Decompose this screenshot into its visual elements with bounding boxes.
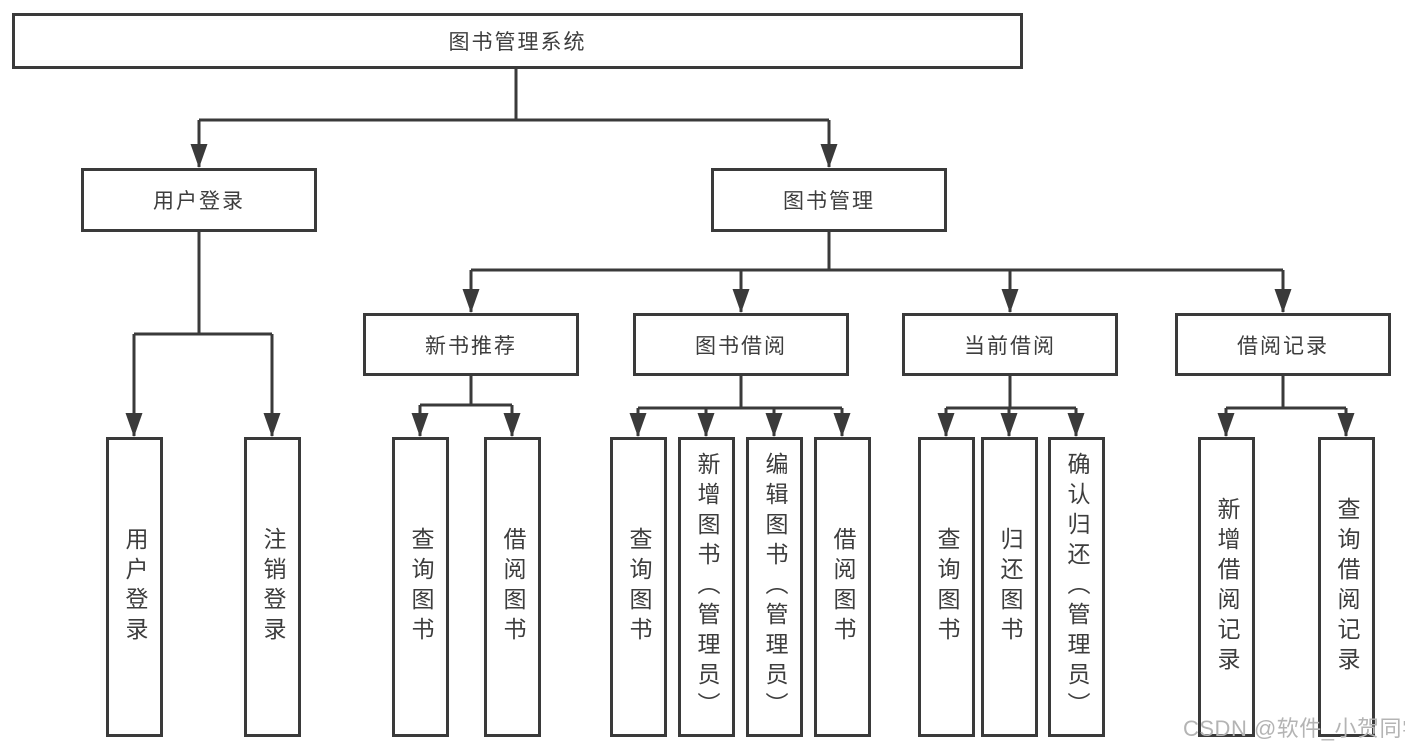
- node-user-login: 用户登录: [81, 168, 317, 232]
- leaf-return-book: 归还图书: [981, 437, 1038, 737]
- node-borrowing-records: 借阅记录: [1175, 313, 1391, 376]
- leaf-logout: 注销登录: [244, 437, 301, 737]
- leaf-query-books-current: 查询图书: [918, 437, 975, 737]
- node-book-management: 图书管理: [711, 168, 947, 232]
- leaf-borrow-books-recommend: 借阅图书: [484, 437, 541, 737]
- node-book-borrowing: 图书借阅: [633, 313, 849, 376]
- leaf-query-borrow-record: 查询借阅记录: [1318, 437, 1375, 737]
- leaf-query-books-borrow: 查询图书: [610, 437, 667, 737]
- leaf-user-login: 用户登录: [106, 437, 163, 737]
- leaf-query-books-recommend: 查询图书: [392, 437, 449, 737]
- leaf-add-borrow-record: 新增借阅记录: [1198, 437, 1255, 737]
- node-library-management-system: 图书管理系统: [12, 13, 1023, 69]
- node-current-borrowing: 当前借阅: [902, 313, 1118, 376]
- leaf-add-book-admin: 新增图书（管理员）: [678, 437, 735, 737]
- leaf-borrow-books: 借阅图书: [814, 437, 871, 737]
- node-new-book-recommendation: 新书推荐: [363, 313, 579, 376]
- leaf-edit-book-admin: 编辑图书（管理员）: [746, 437, 803, 737]
- csdn-watermark: CSDN @软件_小贺同学: [1183, 716, 1405, 741]
- leaf-confirm-return-admin: 确认归还（管理员）: [1048, 437, 1105, 737]
